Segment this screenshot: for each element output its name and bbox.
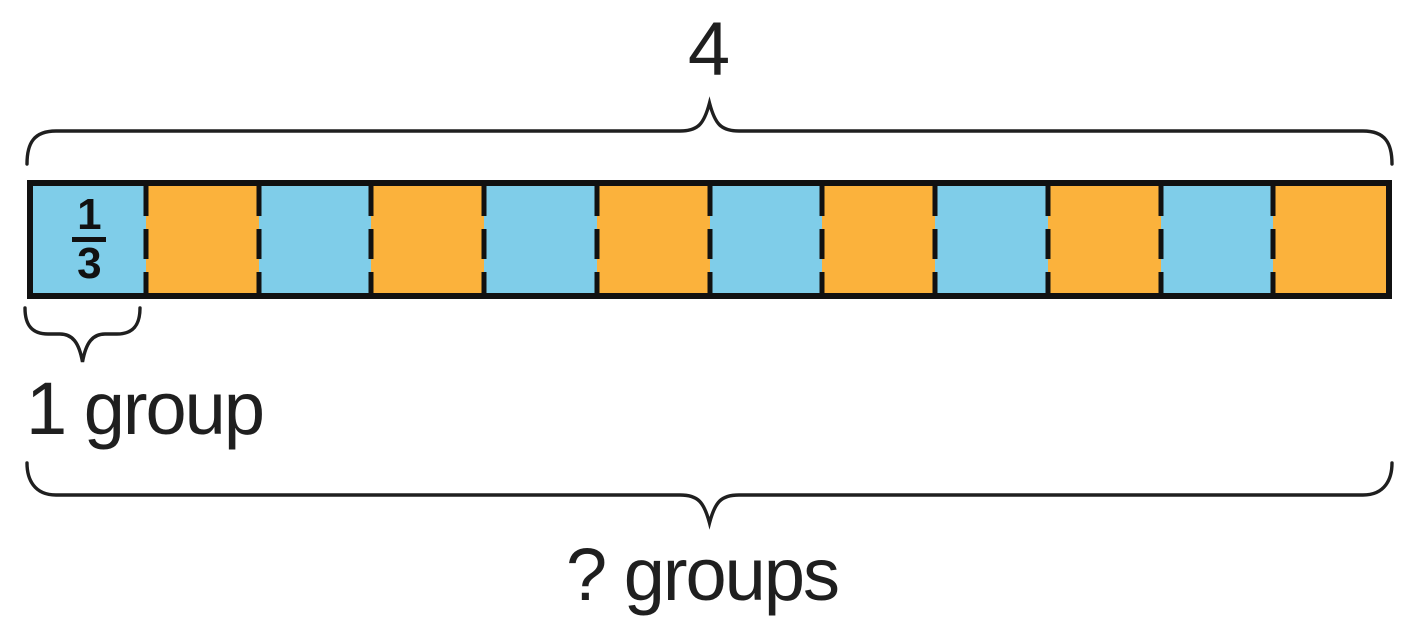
fraction-bar bbox=[72, 237, 107, 242]
cell-divider bbox=[932, 186, 938, 293]
fraction-numerator: 1 bbox=[77, 189, 102, 239]
cell-divider bbox=[1270, 186, 1276, 293]
one-group-brace bbox=[23, 306, 142, 363]
cell-divider bbox=[707, 186, 712, 293]
cell-divider bbox=[368, 186, 374, 293]
cell-divider bbox=[143, 186, 149, 293]
question-groups-label: ? groups bbox=[566, 533, 840, 616]
tape-cell-5-blue bbox=[484, 186, 597, 293]
cell-divider bbox=[1045, 186, 1051, 293]
tape-cell-12-orange bbox=[1273, 186, 1386, 293]
cell-divider bbox=[1158, 186, 1163, 293]
one-group-label: 1 group bbox=[26, 367, 265, 450]
tape-cell-11-blue bbox=[1160, 186, 1274, 293]
tape-cell-4-orange bbox=[371, 186, 484, 293]
all-groups-brace bbox=[25, 461, 1394, 530]
tape-cell-3-blue bbox=[258, 186, 372, 293]
cell-divider bbox=[819, 186, 825, 293]
fraction-denominator: 3 bbox=[77, 239, 102, 288]
tape-cell-10-orange bbox=[1047, 186, 1161, 293]
tape-cell-7-blue bbox=[709, 186, 823, 293]
total-label: 4 bbox=[687, 7, 731, 92]
tape-cell-6-orange bbox=[596, 186, 710, 293]
cell-divider bbox=[256, 186, 261, 293]
cell-divider bbox=[594, 186, 600, 293]
tape-cell-2-orange bbox=[145, 186, 259, 293]
top-brace bbox=[25, 96, 1394, 166]
cell-divider bbox=[481, 186, 487, 293]
tape-cell-9-blue bbox=[935, 186, 1048, 293]
tape-cell-8-orange bbox=[822, 186, 935, 293]
